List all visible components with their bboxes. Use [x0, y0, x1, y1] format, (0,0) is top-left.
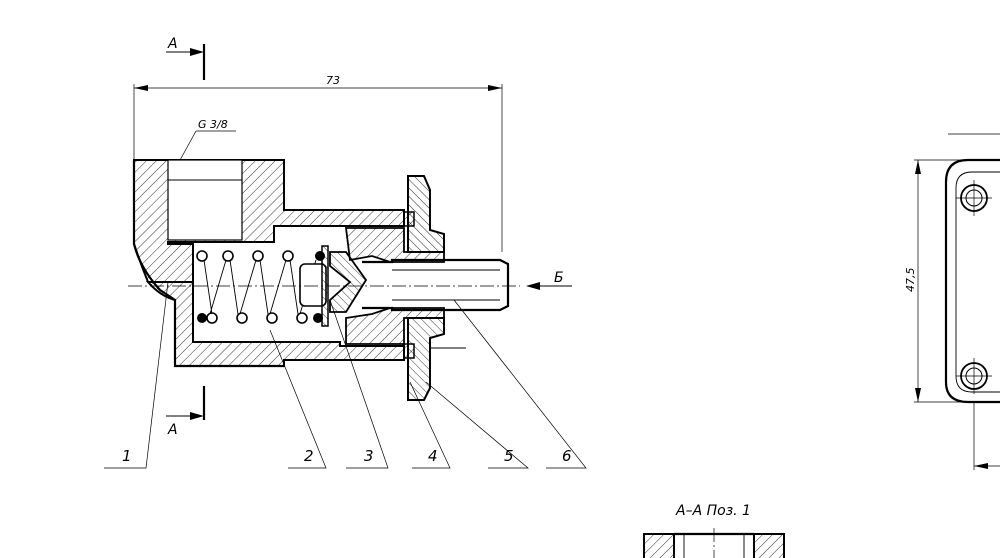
section-mark-top-label: А — [167, 36, 178, 52]
section-mark-bottom: А — [166, 386, 206, 438]
position-1: 1 — [122, 447, 132, 465]
view-arrow-b-label: Б — [554, 270, 564, 286]
guide-sleeve — [329, 227, 445, 345]
thread-callout-label: G 3/8 — [198, 118, 228, 131]
dimension-overall-length: 73 — [133, 74, 503, 252]
spring — [196, 250, 325, 324]
side-view: 47,5 — [904, 133, 1000, 470]
position-2: 2 — [304, 447, 314, 465]
position-3: 3 — [364, 447, 374, 465]
valve-body-section — [132, 159, 405, 368]
position-6: 6 — [562, 447, 572, 465]
section-mark-bottom-label: А — [167, 422, 178, 438]
dimension-height-value: 47,5 — [904, 268, 917, 293]
dimension-overall-length-value: 73 — [326, 74, 340, 87]
flange-nut — [403, 175, 445, 401]
position-leaders — [104, 281, 587, 469]
view-arrow-b: Б — [526, 270, 572, 290]
valve-stem — [362, 258, 510, 349]
section-mark-top: А — [166, 36, 206, 80]
position-numbers: 1 2 3 4 5 6 — [122, 447, 572, 465]
position-4: 4 — [428, 447, 438, 465]
position-5: 5 — [504, 447, 514, 465]
section-view-title: А–А Поз. 1 — [675, 503, 751, 519]
section-view-a-a: А–А Поз. 1 — [643, 503, 785, 558]
